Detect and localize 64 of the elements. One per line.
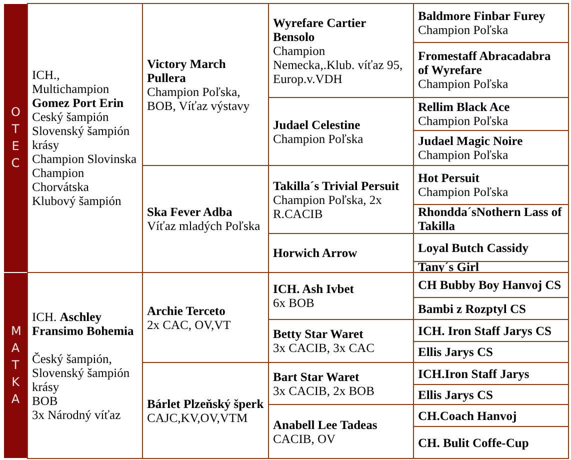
title-text: Champion Poľska [418, 23, 510, 37]
title-text: 3x CACIB, 3x CAC [273, 341, 376, 355]
dog-name: ICH.Iron Staff Jarys [418, 366, 530, 380]
title-text: Champion Nemecka,.Klub. víťaz 95, Europ.v.VDH [273, 44, 404, 86]
title-text: Český šampión, [32, 352, 113, 366]
dog-name: Judael Celestine [273, 118, 362, 132]
title-text: 3x Národný víťaz [32, 408, 122, 422]
title-text: ICH., Multichampion [32, 68, 110, 96]
dog-name: CH Bubby Boy Hanvoj CS [418, 278, 562, 292]
dog-name: Archie Terceto [147, 304, 226, 318]
title-text: BOB [32, 394, 58, 408]
title-text: Champion Poľska, 2x R.CACIB [273, 192, 383, 220]
title-text: Ceský šampión [32, 110, 110, 124]
title-text: Champion Poľska [418, 77, 510, 91]
band-label: MATKA [11, 323, 20, 408]
dog-name: Bárlet Plzeňský šperk [147, 396, 264, 410]
title-text: Champion Slovinska [32, 152, 138, 166]
title-text: CACIB, OV [273, 432, 337, 446]
dog-name: Baldmore Finbar Furey [418, 9, 546, 23]
title-text: 3x CACIB, 2x BOB [273, 384, 376, 398]
dog-name: Wyrefare Cartier Bensolo [273, 16, 367, 44]
table-cell [413, 3, 569, 43]
title-text: Champion Chorvátska [32, 166, 90, 194]
band-label: OTEC [11, 104, 20, 172]
dog-name: Horwich Arrow [273, 246, 358, 260]
title-text: Klubový šampión [32, 194, 122, 208]
title-text: Slovenský šampión krásy [32, 366, 131, 394]
table-cell [27, 3, 143, 273]
dog-name: Ellis Jarys CS [418, 345, 494, 359]
title-text: Slovenský šampión krásy [32, 124, 131, 152]
dog-name: Tany´s Girl [418, 260, 480, 274]
dog-name: Judael Magic Noire [418, 134, 524, 148]
title-text: 2x CAC, OV,VT [147, 318, 232, 332]
title-text: Champion Poľska [418, 185, 510, 199]
dog-name: ICH. Iron Staff Jarys CS [418, 324, 552, 338]
title-text: Champion Poľska [418, 148, 510, 162]
title-text: 6x BOB [273, 296, 316, 310]
dog-name: Ellis Jarys CS [418, 388, 494, 402]
title-text: Champion Poľska, BOB, Víťaz výstavy [147, 84, 251, 112]
dog-name: Fromestaff Abracadabra of Wyrefare [418, 49, 552, 77]
dog-name: Ska Fever Adba [147, 205, 234, 219]
table-cell [27, 272, 143, 459]
dog-name: Loyal Butch Cassidy [418, 240, 530, 254]
title-text: ICH. Aschley Fransimo Bohemia [32, 310, 135, 338]
table-cell [413, 426, 569, 459]
side-band [3, 272, 28, 459]
side-band [3, 3, 28, 273]
dog-name: Bart Star Waret [273, 370, 360, 384]
dog-name: ICH. Ash Ivbet [273, 282, 355, 296]
dog-name: Takilla´s Trivial Persuit [273, 178, 400, 192]
dog-name: Bambi z Rozptyl CS [418, 302, 527, 316]
title-text: Víťaz mladých Poľska [147, 219, 262, 233]
dog-name: CH.Coach Hanvoj [418, 408, 518, 422]
dog-name: Victory March Pullera [147, 56, 227, 84]
title-text: CAJC,KV,OV,VTM [147, 410, 248, 424]
dog-name: CH. Bulit Coffe-Cup [418, 436, 530, 450]
dog-name: Rhondda´sNothern Lass of Takilla [418, 205, 563, 233]
dog-name: Hot Persuit [418, 171, 480, 185]
title-text: Champion Poľska [273, 132, 364, 146]
dog-name: Anabell Lee Tadeas [273, 418, 378, 432]
title-text: Champion Poľska [418, 114, 510, 128]
dog-name: Rellim Black Ace [418, 100, 511, 114]
dog-name: Betty Star Waret [273, 327, 364, 341]
dog-name: Gomez Port Erin [32, 96, 125, 110]
